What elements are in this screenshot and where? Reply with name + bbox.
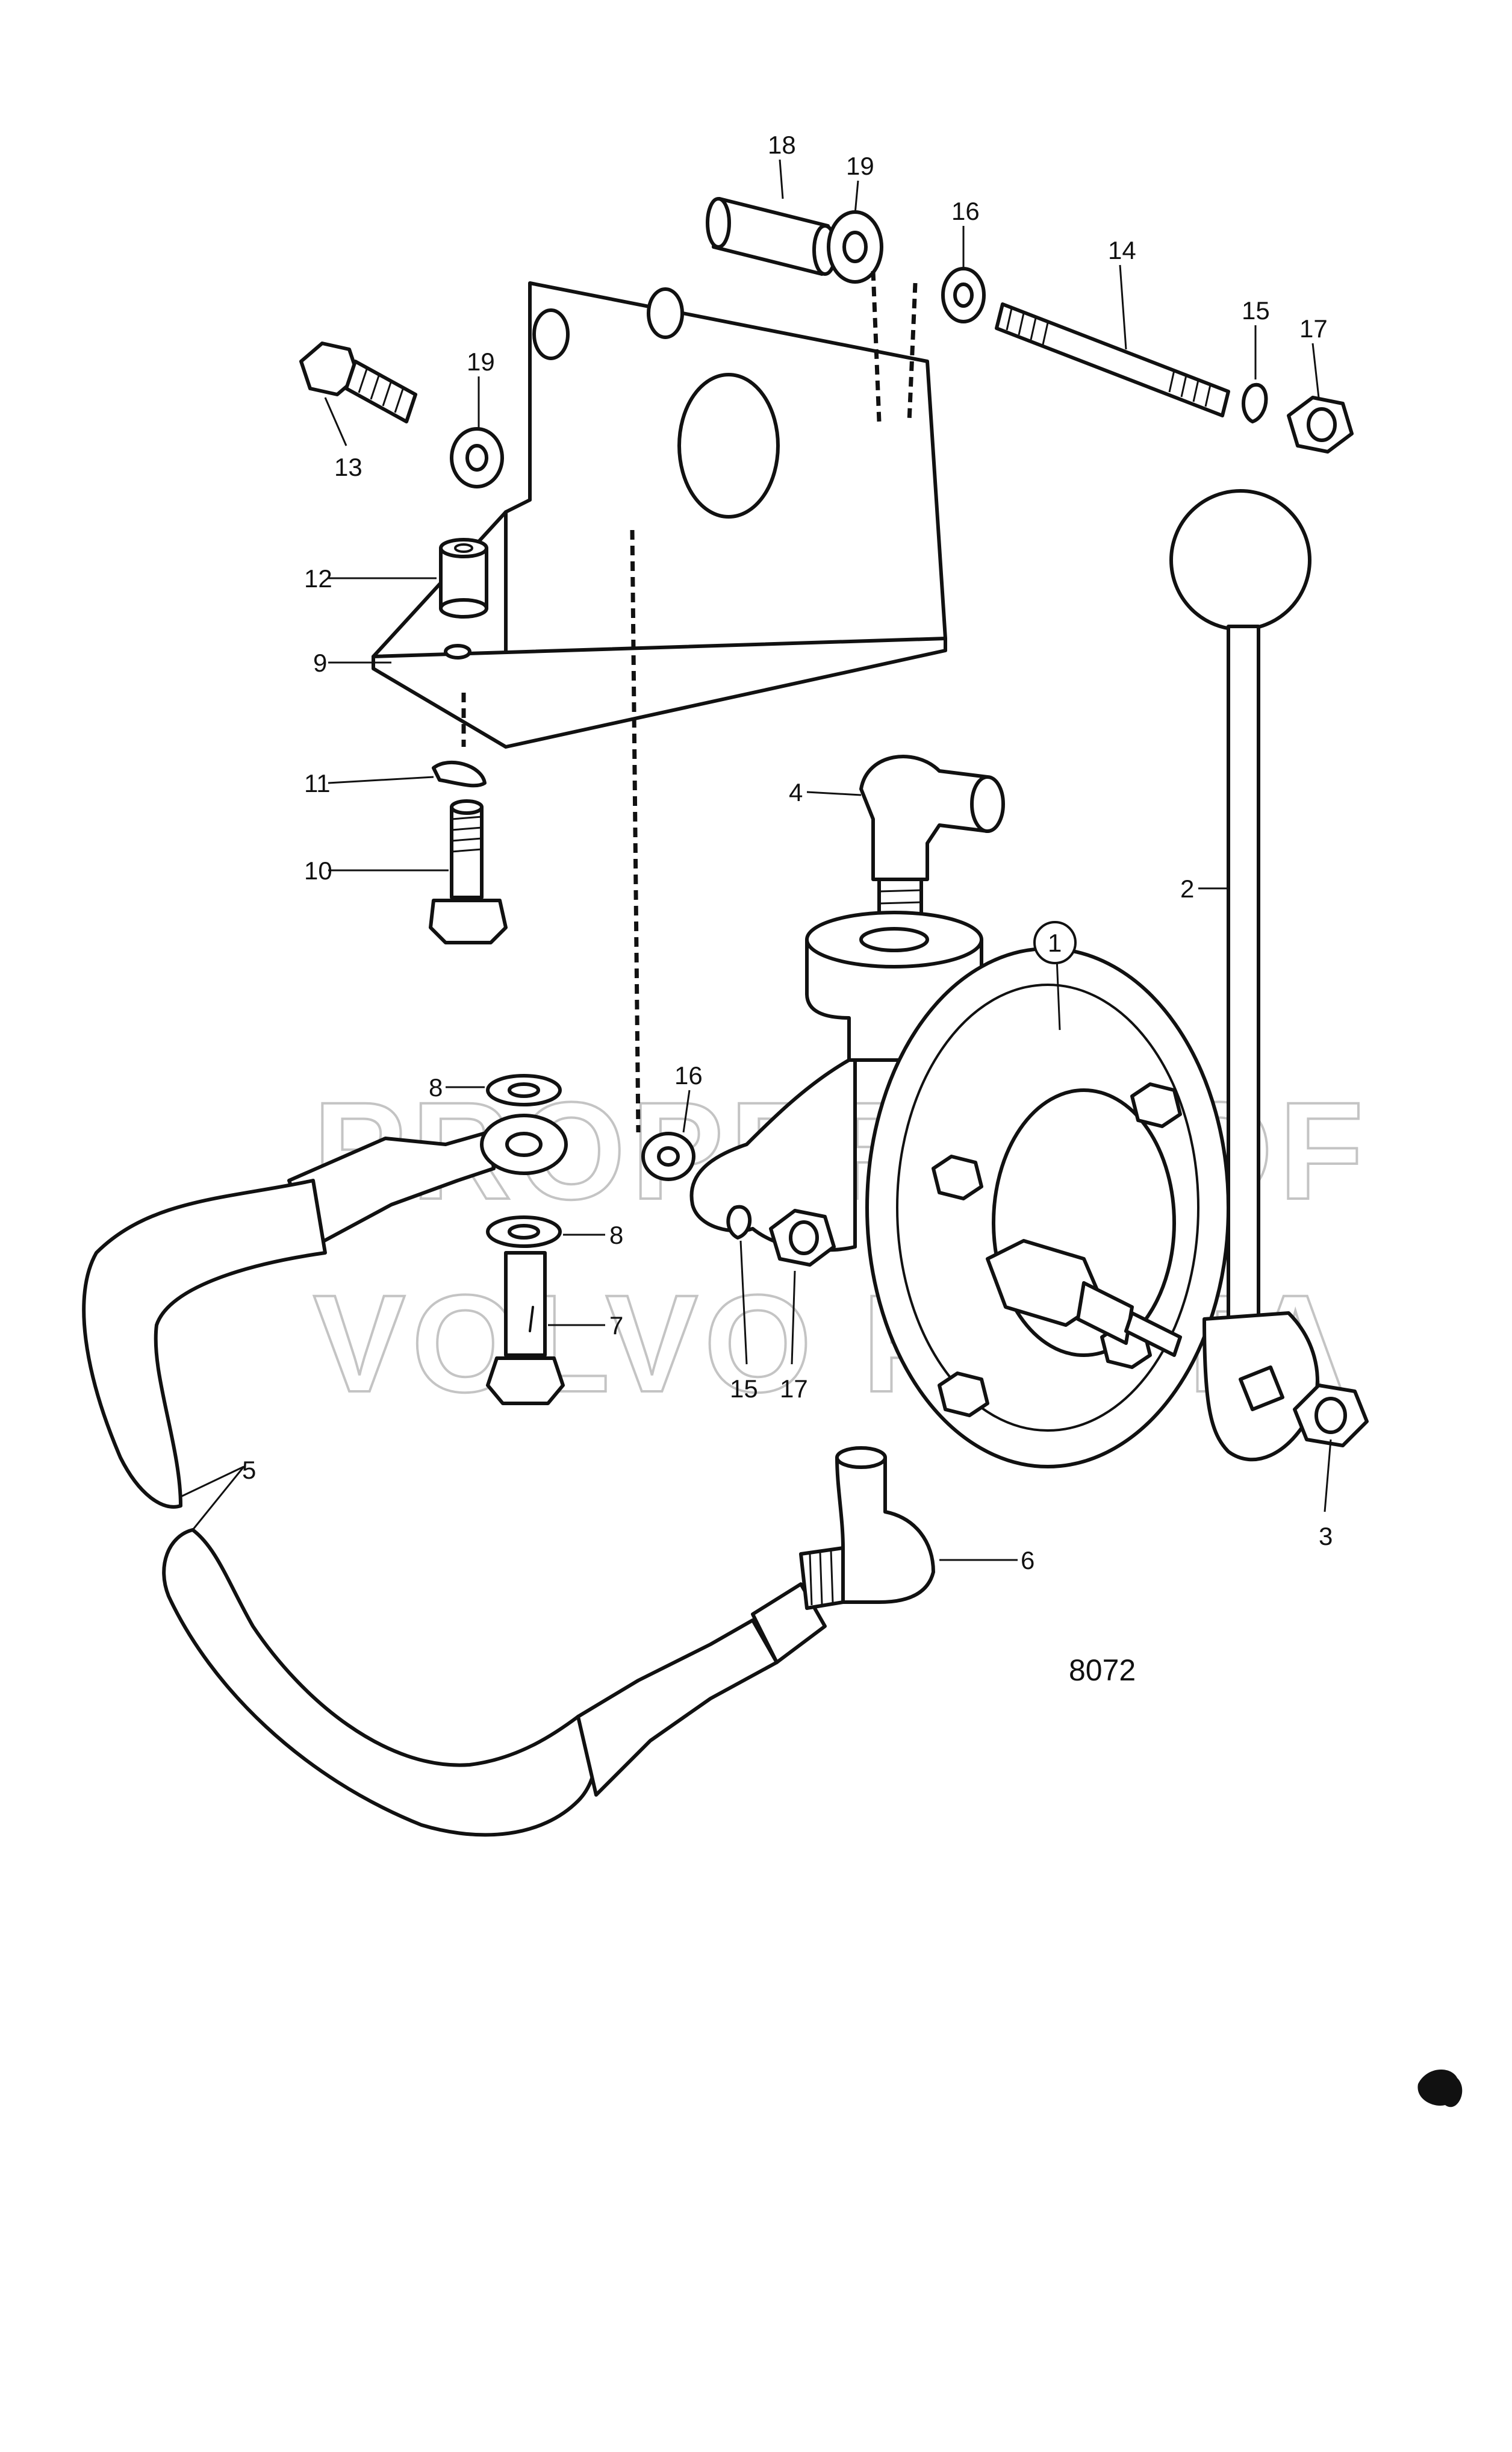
sealing-washer-lower: [486, 1215, 562, 1248]
bracket-hole-large: [677, 373, 780, 519]
banjo-bolt: [486, 1251, 565, 1405]
callout-16-lower: 16: [674, 1061, 703, 1090]
callout-17-lower: 17: [780, 1374, 808, 1403]
bolt-bracket: [299, 342, 417, 423]
callout-2: 2: [1180, 875, 1194, 903]
bolt-spacer: [429, 799, 508, 944]
callout-19-top: 19: [846, 152, 874, 180]
stud: [995, 302, 1230, 417]
assembly-line-2: [871, 270, 882, 422]
callout-19-left: 19: [467, 348, 495, 376]
callout-16-top: 16: [951, 197, 980, 225]
bracket-hole-3: [444, 644, 471, 660]
bracket-hole-1: [532, 308, 570, 360]
drawing-number: 8072: [1069, 1653, 1136, 1687]
pump-body: [689, 911, 1230, 1468]
callout-5: 5: [242, 1456, 256, 1484]
assembly-line-1: [630, 529, 641, 1133]
callout-13: 13: [334, 453, 362, 481]
callout-8-upper: 8: [429, 1073, 443, 1102]
callout-3: 3: [1319, 1522, 1333, 1550]
scan-speck: [1417, 2070, 1463, 2107]
callout-12: 12: [304, 564, 332, 593]
callout-11: 11: [304, 769, 331, 797]
callout-6: 6: [1021, 1546, 1034, 1574]
callout-4: 4: [789, 778, 803, 806]
clip-top: [1242, 382, 1268, 423]
hand-lever: [1169, 489, 1319, 1462]
callout-15-lower: 15: [730, 1374, 758, 1403]
callout-9: 9: [313, 649, 327, 677]
callout-10: 10: [304, 856, 332, 885]
clip-lower: [726, 1205, 752, 1240]
spacer-sleeve: [439, 538, 488, 619]
callout-15-top: 15: [1242, 296, 1270, 325]
washer-top: [827, 210, 883, 284]
assembly-line-3: [907, 282, 918, 422]
callout-labels: 18 19 16 14 15 17 19 13 12 9 11 10 4 1 2…: [242, 131, 1333, 1574]
retaining-clip: [432, 761, 487, 788]
hose-assembly: [82, 1114, 827, 1837]
callout-18: 18: [768, 131, 796, 159]
nut-lower: [769, 1209, 836, 1267]
washer-bolt: [450, 427, 504, 488]
callout-14: 14: [1108, 236, 1136, 264]
callout-17-top: 17: [1299, 314, 1328, 343]
lever-nut: [1293, 1384, 1369, 1447]
sealing-washer-upper: [486, 1074, 562, 1106]
callout-8-lower: 8: [609, 1221, 623, 1249]
elbow-fitting-bottom: [799, 1446, 935, 1610]
washer-stud: [941, 267, 986, 323]
nut-top: [1287, 396, 1354, 454]
callout-1: 1: [1048, 929, 1062, 957]
callout-7: 7: [609, 1311, 623, 1340]
bracket-hole-2: [647, 287, 684, 339]
leader-lines: [180, 159, 1332, 1561]
mounting-bracket: [372, 281, 947, 749]
pin: [706, 197, 838, 276]
washer-lower: [641, 1132, 695, 1181]
callout-1-circle: [1033, 921, 1077, 964]
